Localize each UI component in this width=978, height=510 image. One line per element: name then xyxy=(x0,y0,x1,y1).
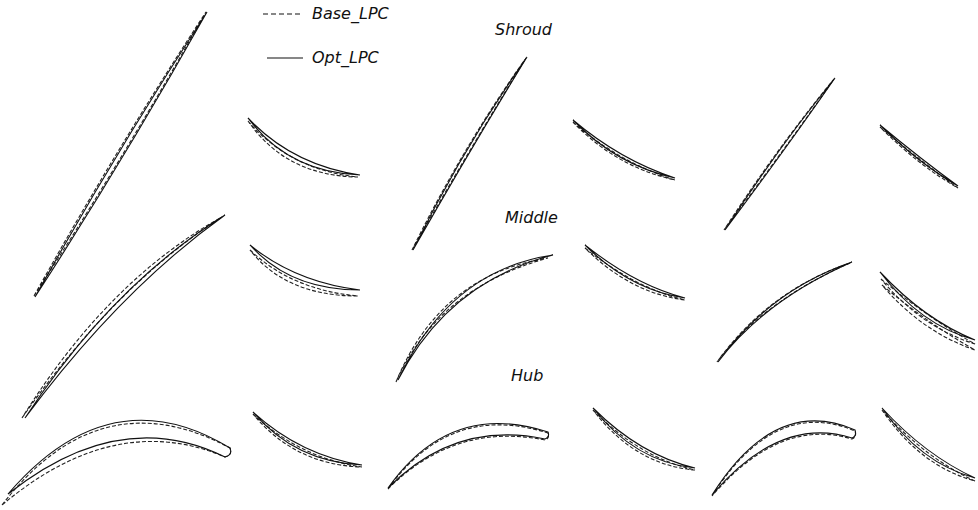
legend-line xyxy=(267,57,303,58)
optimized-profiles xyxy=(8,12,975,495)
section-label: Shroud xyxy=(495,20,552,39)
legend-swatch xyxy=(262,11,304,17)
base-profiles xyxy=(2,12,975,505)
section-label: Middle xyxy=(505,208,558,227)
legend-line xyxy=(263,13,303,14)
legend-swatch xyxy=(266,55,304,61)
section-label: Hub xyxy=(511,366,543,385)
legend-text: Base_LPC xyxy=(312,4,389,23)
legend-text: Opt_LPC xyxy=(312,48,379,67)
